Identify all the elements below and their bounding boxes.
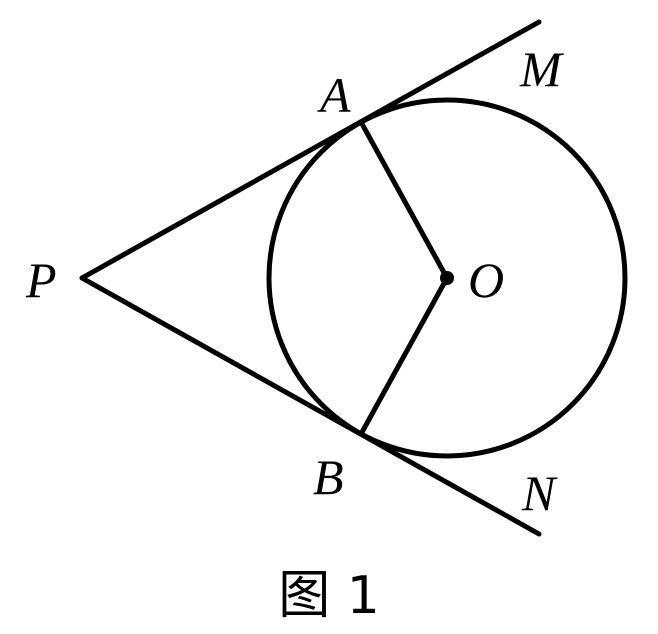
tangent-line-pm xyxy=(79,19,542,281)
radius-ob xyxy=(358,275,450,437)
label-b: B xyxy=(313,449,344,505)
center-point-o xyxy=(440,271,454,285)
figure-caption: 图 1 xyxy=(278,566,380,626)
circle-o xyxy=(266,97,628,459)
label-a: A xyxy=(317,67,351,123)
tangent-line-pn xyxy=(79,275,542,537)
label-p: P xyxy=(25,252,57,308)
radius-oa xyxy=(358,119,450,281)
label-o: O xyxy=(468,252,504,308)
label-m: M xyxy=(519,41,564,97)
label-n: N xyxy=(521,465,558,521)
